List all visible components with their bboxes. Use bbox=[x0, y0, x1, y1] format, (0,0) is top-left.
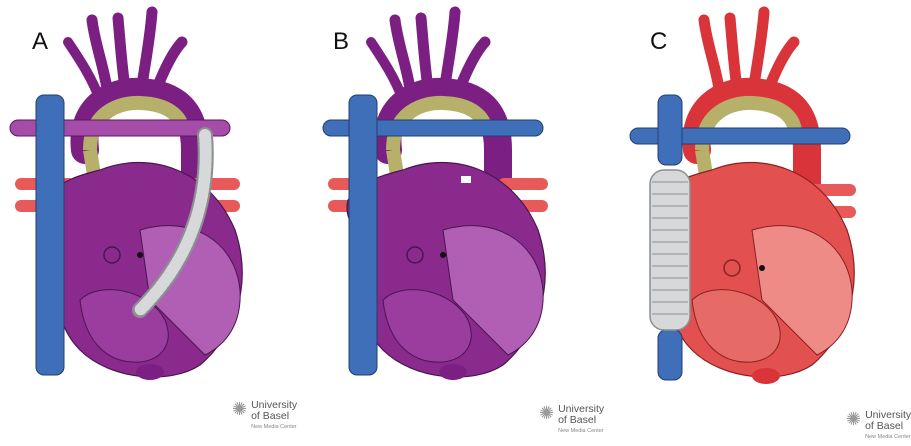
heart-diagram-c bbox=[606, 0, 909, 446]
logo-subtitle: New Media Center bbox=[865, 435, 911, 441]
heart-diagram-b bbox=[303, 0, 606, 446]
logo-star-icon: ✺ bbox=[846, 410, 861, 428]
university-logo-b: ✺ University of Basel New Media Center bbox=[539, 404, 604, 435]
logo-star-icon: ✺ bbox=[539, 404, 554, 422]
logo-name-line2: of Basel bbox=[558, 415, 604, 426]
logo-name-line2: of Basel bbox=[251, 411, 297, 422]
logo-star-icon: ✺ bbox=[232, 400, 247, 418]
university-logo-c: ✺ University of Basel New Media Center bbox=[846, 410, 911, 441]
panel-a: A ✺ University of Ba bbox=[0, 0, 303, 446]
heart-diagram-a bbox=[0, 0, 303, 446]
logo-subtitle: New Media Center bbox=[251, 425, 297, 431]
university-logo-a: ✺ University of Basel New Media Center bbox=[232, 400, 297, 431]
logo-subtitle: New Media Center bbox=[558, 429, 604, 435]
panel-c: C ✺ University of Basel bbox=[606, 0, 909, 446]
logo-name-line2: of Basel bbox=[865, 421, 911, 432]
panel-b: B ✺ University of Basel New Media Center bbox=[303, 0, 606, 446]
